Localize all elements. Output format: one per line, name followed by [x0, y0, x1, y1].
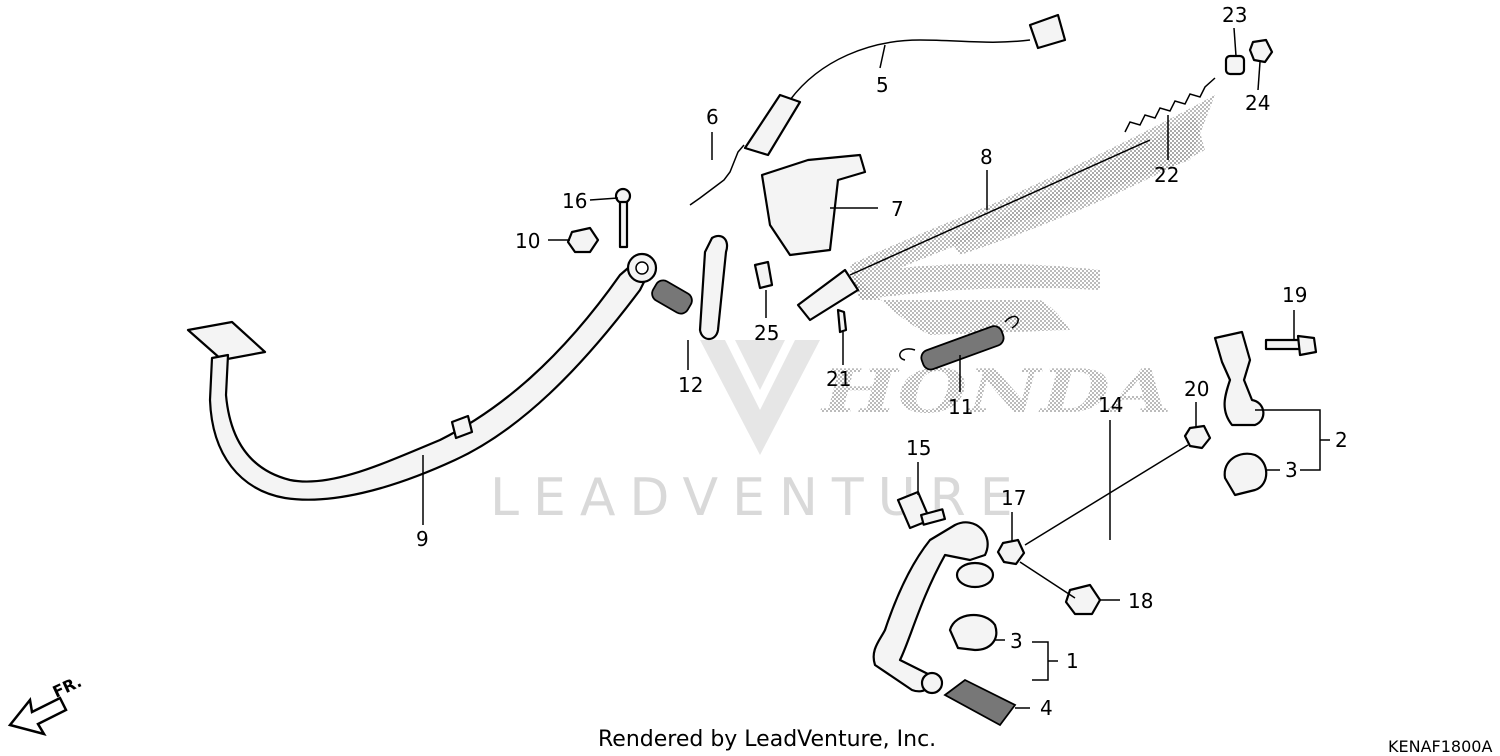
callout-9: 9	[416, 527, 429, 551]
nut-24	[1248, 38, 1274, 64]
nut-10	[566, 226, 600, 254]
callout-12: 12	[678, 373, 703, 397]
spring-22	[1124, 77, 1216, 133]
footpeg-rubber-4	[943, 678, 1017, 727]
switch-cable-5	[743, 13, 1067, 157]
callouts: 1 2 3 3 4 5 6 7 8 9 10 11 12 14 15 16 17…	[416, 3, 1348, 720]
callout-17: 17	[1001, 486, 1026, 510]
honda-wing-logo: HONDA	[819, 95, 1215, 427]
rod-8	[796, 139, 1151, 322]
callout-21: 21	[826, 367, 851, 391]
leader-lines	[422, 27, 1330, 709]
rod-14	[1024, 444, 1189, 546]
callout-11: 11	[948, 395, 973, 419]
callout-25: 25	[754, 321, 779, 345]
callout-19: 19	[1282, 283, 1307, 307]
arrow-icon	[7, 696, 68, 736]
callout-23: 23	[1222, 3, 1247, 27]
callout-10: 10	[515, 229, 540, 253]
leadventure-logo-mark	[700, 340, 820, 455]
bracket-7	[760, 153, 867, 257]
diagram-code: KENAF1800A	[1388, 737, 1492, 756]
cotter-pin-21	[836, 308, 848, 334]
brake-arm-12	[651, 234, 729, 341]
callout-14: 14	[1098, 393, 1123, 417]
ball-joint-3-upper	[1223, 452, 1268, 497]
honda-logo-text: HONDA	[819, 357, 1172, 427]
front-direction-arrow: FR.	[7, 672, 85, 736]
callout-24: 24	[1245, 91, 1270, 115]
callout-5: 5	[876, 73, 889, 97]
callout-2: 2	[1335, 428, 1348, 452]
shift-pedal-1	[872, 521, 995, 695]
callout-3-upper: 3	[1285, 458, 1298, 482]
callout-22: 22	[1154, 163, 1179, 187]
pin-25	[753, 260, 774, 290]
clevis-23	[1224, 54, 1246, 76]
callout-8: 8	[980, 145, 993, 169]
callout-1: 1	[1066, 649, 1079, 673]
nut-18	[1064, 583, 1102, 616]
brake-pedal	[186, 252, 658, 501]
fr-label: FR.	[50, 672, 85, 702]
callout-6: 6	[706, 105, 719, 129]
callout-7: 7	[891, 197, 904, 221]
nut-20	[1183, 424, 1212, 450]
callout-15: 15	[906, 436, 931, 460]
nut-17	[996, 538, 1026, 566]
shift-arm-2	[1213, 330, 1265, 427]
bolt-19	[1264, 334, 1318, 357]
callout-18: 18	[1128, 589, 1153, 613]
callout-4: 4	[1040, 696, 1053, 720]
ball-joint-3-lower	[948, 613, 998, 652]
watermark-text: LEADVENTURE	[490, 468, 1027, 528]
bolt-15	[896, 490, 947, 530]
spring-11	[899, 315, 1019, 371]
spring-6	[689, 144, 745, 206]
bolt-16	[614, 187, 632, 249]
callout-20: 20	[1184, 377, 1209, 401]
callout-16: 16	[562, 189, 587, 213]
callout-3-lower: 3	[1010, 629, 1023, 653]
footer-credit: Rendered by LeadVenture, Inc.	[598, 727, 936, 752]
